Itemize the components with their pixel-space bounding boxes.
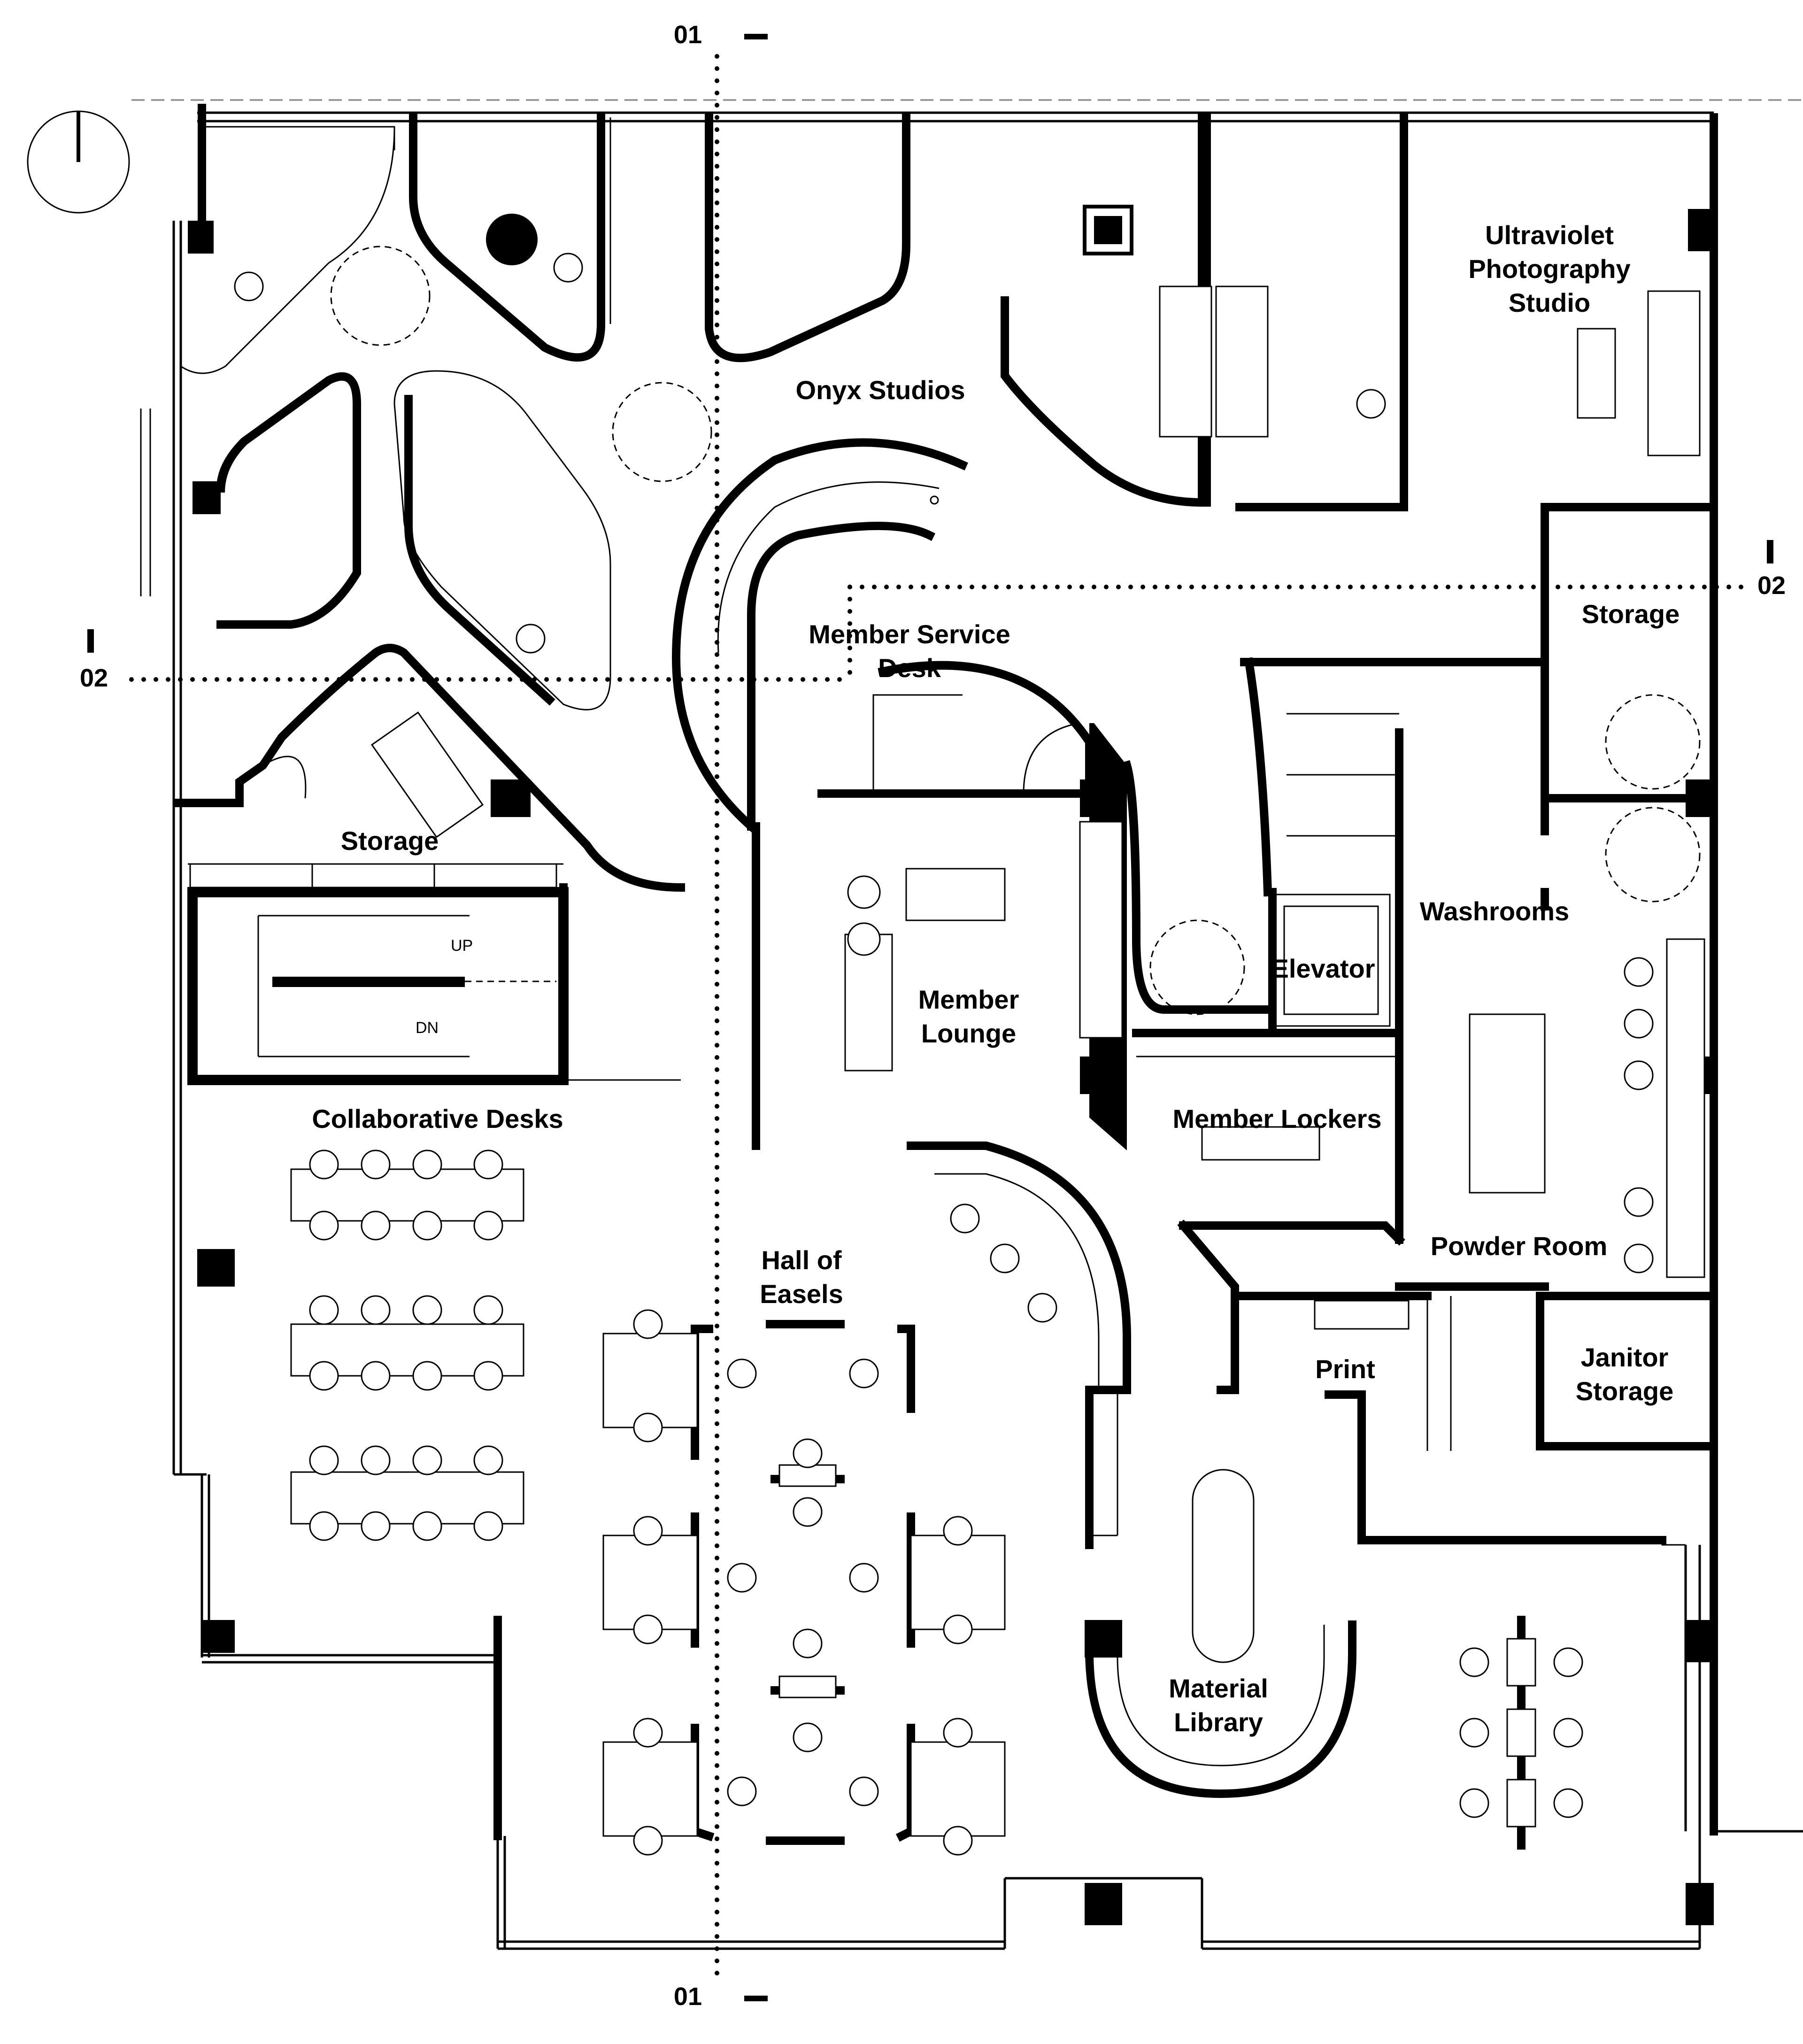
hall-of-easels-partitions (691, 1320, 915, 1845)
label-uv-studio-1: Ultraviolet (1485, 220, 1614, 250)
label-washrooms: Washrooms (1420, 896, 1569, 926)
label-print: Print (1315, 1354, 1375, 1384)
curved-bar (907, 1142, 1131, 1549)
label-member-service-2: Desk (878, 653, 941, 683)
label-elevator: Elevator (1271, 954, 1375, 983)
exterior-walls (140, 104, 1803, 1950)
section-marker-left-tick (87, 629, 94, 653)
north-arrow-icon (27, 110, 130, 214)
room-labels: Onyx Studios Ultraviolet Photography Stu… (312, 220, 1680, 1737)
label-material-library-2: Library (1174, 1707, 1263, 1737)
label-collaborative-desks: Collaborative Desks (312, 1104, 563, 1134)
label-hall-of-easels-1: Hall of (761, 1245, 841, 1275)
section-marker-right-tick (1767, 540, 1773, 563)
print-room (1177, 1219, 1666, 1544)
stair-treads (257, 915, 470, 1057)
section-marker-top-01: 01 (674, 21, 702, 49)
storage-left-walls (174, 644, 686, 892)
studio-furniture (486, 205, 1701, 456)
label-onyx-studios: Onyx Studios (796, 375, 965, 405)
material-library (1085, 1469, 1356, 1798)
lounge-furniture (844, 821, 1123, 1072)
label-powder-room: Powder Room (1431, 1231, 1607, 1261)
label-member-lounge-1: Member (918, 985, 1019, 1014)
label-member-service-1: Member Service (809, 619, 1010, 649)
study-tables (1506, 1540, 1686, 1850)
label-storage-right: Storage (1582, 599, 1680, 629)
label-material-library-1: Material (1169, 1674, 1268, 1703)
label-hall-of-easels-2: Easels (760, 1279, 843, 1309)
label-janitor-storage-1: Janitor (1581, 1342, 1669, 1372)
powder-room-fixtures (1395, 938, 1718, 1450)
studio-pods-left (216, 370, 611, 710)
label-uv-studio-3: Studio (1509, 288, 1590, 317)
label-janitor-storage-2: Storage (1576, 1376, 1674, 1406)
label-member-lounge-2: Lounge (921, 1018, 1016, 1048)
member-service-desk (752, 661, 1272, 1150)
egress-stair: UP DN (187, 883, 681, 1085)
member-lockers (1136, 1056, 1399, 1161)
section-marker-right-02: 02 (1757, 571, 1786, 600)
section-marker-left-02: 02 (80, 664, 108, 692)
section-marker-bottom-01: 01 (674, 1982, 702, 2011)
washroom-block (1132, 657, 1718, 1244)
section-marker-top-tick (744, 34, 768, 39)
section-marker-bottom-tick (744, 1996, 768, 2001)
chairs-misc (234, 253, 1654, 1856)
stair-up-label: UP (451, 937, 473, 955)
label-uv-studio-2: Photography (1468, 254, 1630, 284)
easel-desks (602, 1333, 1006, 1837)
chairs-collab (309, 1149, 503, 1541)
turning-circles (330, 246, 712, 482)
spiral-staircase (671, 438, 968, 833)
label-member-lockers: Member Lockers (1172, 1104, 1381, 1134)
stair-down-label: DN (416, 1019, 439, 1037)
label-storage-left: Storage (341, 826, 439, 856)
